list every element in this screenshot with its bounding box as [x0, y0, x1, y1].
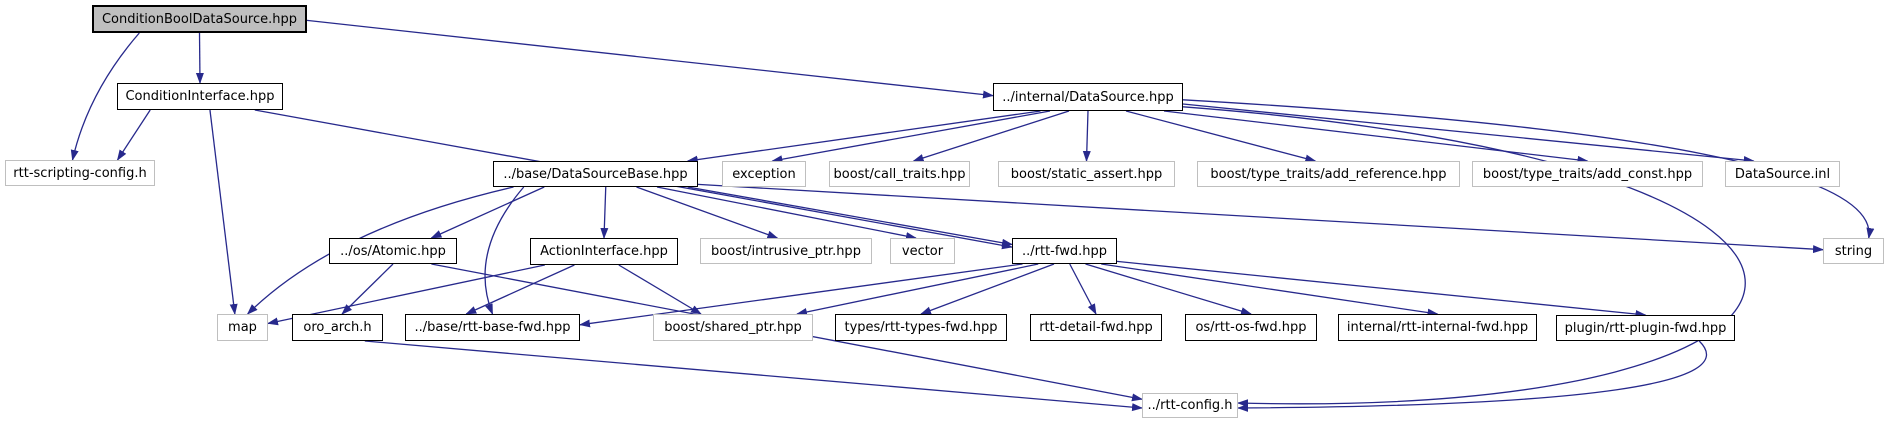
node-label: boost/static_assert.hpp	[1010, 166, 1163, 182]
edge-action-to-sharedptr	[618, 264, 702, 315]
node-vector: vector	[890, 238, 955, 264]
node-inl: DataSource.inl	[1725, 161, 1840, 187]
edge-rttfwd-to-pluginfwd	[1116, 260, 1647, 318]
edge-ds-to-staticassert	[1082, 110, 1091, 162]
node-label: ActionInterface.hpp	[540, 244, 668, 259]
node-staticassert: boost/static_assert.hpp	[998, 161, 1175, 187]
node-label: os/rtt-os-fwd.hpp	[1195, 320, 1307, 335]
edge-atomic-to-oro	[341, 263, 394, 315]
edge-action-to-map	[267, 264, 545, 326]
node-exception: exception	[722, 161, 806, 187]
edge-dsb-to-string	[697, 183, 1824, 254]
node-cbds[interactable]: ConditionBoolDataSource.hpp	[92, 5, 307, 33]
edge-ds-to-inl	[1182, 103, 1755, 164]
edge-ds-to-dsb	[686, 110, 1041, 164]
edge-dsb-to-atomic	[430, 186, 545, 239]
node-label: boost/intrusive_ptr.hpp	[711, 243, 861, 259]
node-label: map	[228, 320, 257, 335]
edge-dsb-to-vector	[656, 186, 917, 240]
node-typesfwd[interactable]: types/rtt-types-fwd.hpp	[835, 314, 1007, 341]
edge-dsb-to-action	[600, 186, 609, 239]
node-label: ../base/rtt-base-fwd.hpp	[414, 320, 571, 335]
node-label: boost/shared_ptr.hpp	[664, 320, 802, 335]
edge-dsb-to-rttfwd	[687, 186, 1013, 247]
node-label: rtt-detail-fwd.hpp	[1039, 320, 1153, 335]
node-map: map	[217, 314, 268, 341]
edge-rttfwd-to-osfwd	[1085, 263, 1252, 315]
edge-ds-to-calltraits	[912, 110, 1070, 162]
node-label: DataSource.inl	[1734, 166, 1831, 182]
edge-rttfwd-to-sharedptr	[796, 263, 1039, 316]
edge-ds-to-addconst	[1163, 110, 1589, 164]
node-sharedptr: boost/shared_ptr.hpp	[653, 314, 813, 341]
node-label: string	[1834, 243, 1873, 259]
edge-oro-to-rttconfig	[364, 340, 1143, 412]
edge-ds-to-rttconfig	[1182, 106, 1746, 408]
node-pluginfwd[interactable]: plugin/rtt-plugin-fwd.hpp	[1556, 315, 1735, 341]
node-dsb[interactable]: ../base/DataSourceBase.hpp	[493, 161, 698, 187]
edge-ds-to-exception	[771, 110, 1051, 164]
node-label: plugin/rtt-plugin-fwd.hpp	[1564, 320, 1727, 336]
node-oro[interactable]: oro_arch.h	[292, 314, 383, 341]
node-label: ../rtt-config.h	[1147, 398, 1233, 413]
edge-ds-to-addref	[1125, 110, 1317, 163]
edge-cbds-to-ci	[195, 32, 204, 84]
edge-ds-to-string	[1182, 99, 1875, 239]
edge-rttfwd-to-internalfwd	[1101, 263, 1439, 317]
edge-dsb-to-intrusive	[636, 186, 779, 239]
node-intrusive: boost/intrusive_ptr.hpp	[700, 238, 872, 264]
node-label: types/rtt-types-fwd.hpp	[844, 320, 998, 335]
node-label: boost/type_traits/add_reference.hpp	[1210, 166, 1447, 182]
node-internalfwd[interactable]: internal/rtt-internal-fwd.hpp	[1338, 314, 1537, 341]
node-action[interactable]: ActionInterface.hpp	[530, 238, 678, 265]
node-addref: boost/type_traits/add_reference.hpp	[1197, 161, 1460, 187]
node-label: ../base/DataSourceBase.hpp	[503, 166, 688, 182]
node-label: oro_arch.h	[303, 320, 372, 335]
node-label: internal/rtt-internal-fwd.hpp	[1346, 320, 1529, 335]
edge-cbds-to-rsc	[70, 32, 140, 161]
node-string: string	[1823, 238, 1884, 264]
node-rsc: rtt-scripting-config.h	[5, 160, 155, 186]
edge-rttfwd-to-detailfwd	[1069, 263, 1097, 315]
node-basefwd[interactable]: ../base/rtt-base-fwd.hpp	[405, 314, 580, 341]
node-label: ../rtt-fwd.hpp	[1022, 243, 1107, 259]
node-detailfwd[interactable]: rtt-detail-fwd.hpp	[1030, 314, 1162, 341]
edge-rttfwd-to-typesfwd	[920, 263, 1055, 315]
node-label: vector	[901, 243, 944, 259]
node-label: rtt-scripting-config.h	[13, 165, 147, 181]
node-label: ConditionInterface.hpp	[125, 89, 275, 104]
edge-action-to-basefwd	[465, 264, 575, 315]
node-label: boost/call_traits.hpp	[833, 166, 966, 182]
node-label: ConditionBoolDataSource.hpp	[101, 11, 298, 27]
edge-ci-to-map	[209, 109, 238, 315]
node-addconst: boost/type_traits/add_const.hpp	[1472, 161, 1703, 187]
node-label: exception	[732, 166, 796, 182]
node-osfwd[interactable]: os/rtt-os-fwd.hpp	[1185, 314, 1317, 341]
node-label: ../os/Atomic.hpp	[340, 243, 446, 259]
node-rttconfig: ../rtt-config.h	[1142, 393, 1238, 418]
node-ci[interactable]: ConditionInterface.hpp	[117, 83, 283, 110]
node-label: boost/type_traits/add_const.hpp	[1482, 166, 1693, 182]
edge-ci-to-rsc	[116, 109, 151, 161]
node-calltraits: boost/call_traits.hpp	[829, 161, 970, 187]
edge-pluginfwd-to-rttconfig	[1237, 340, 1708, 412]
edge-cbds-to-ds	[306, 19, 994, 99]
node-ds[interactable]: ../internal/DataSource.hpp	[993, 83, 1183, 111]
edge-dsb-to-basefwd	[484, 186, 525, 315]
node-label: ../internal/DataSource.hpp	[1002, 89, 1174, 105]
node-rttfwd[interactable]: ../rtt-fwd.hpp	[1012, 238, 1117, 264]
node-atomic[interactable]: ../os/Atomic.hpp	[329, 238, 457, 264]
